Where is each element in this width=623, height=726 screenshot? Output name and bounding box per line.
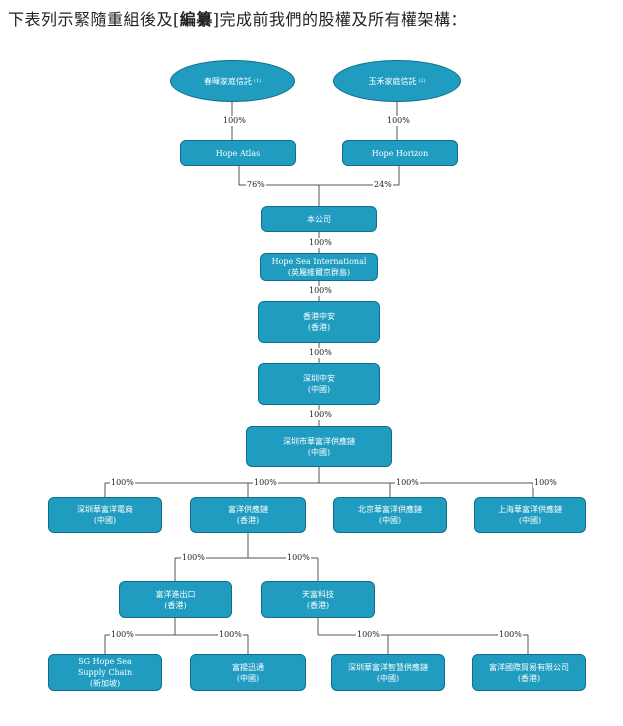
entity-node: 深圳中安 (中國)	[258, 363, 380, 405]
percent-label: 100%	[286, 553, 311, 563]
percent-label: 76%	[246, 180, 266, 190]
entity-name: 富洋供應鏈	[228, 505, 268, 514]
holder-node: Hope Horizon	[342, 140, 458, 166]
entity-node: 富洋國際貿易有限公司(香港)	[472, 654, 586, 691]
entity-node: 北京華富洋供應鏈 (中國)	[333, 497, 447, 533]
entity-jurisdiction: (中國)	[307, 447, 331, 457]
entity-jurisdiction: (香港)	[236, 516, 260, 525]
holder-label: Hope Atlas	[215, 148, 261, 158]
entity-jurisdiction: (中國)	[307, 385, 331, 394]
company-label: 本公司	[307, 214, 331, 224]
heading-suffix: ]完成前我們的股權及所有權架構：	[212, 10, 468, 29]
entity-name-line2: Supply Chain	[77, 668, 133, 677]
entity-jurisdiction: (中國)	[93, 516, 117, 525]
percent-label: 100%	[308, 286, 333, 296]
entity-name: 北京華富洋供應鏈	[358, 505, 422, 514]
page-heading: 下表列示緊隨重組後及[編纂]完成前我們的股權及所有權架構：	[8, 6, 467, 30]
entity-name: 富洋進出口	[155, 589, 196, 599]
percent-label: 100%	[356, 630, 381, 640]
holder-label: Hope Horizon	[371, 148, 429, 158]
entity-jurisdiction: (中國)	[518, 516, 542, 525]
entity-name: 深圳中安	[303, 374, 335, 383]
entity-name: 富揚迅通	[232, 662, 264, 672]
percent-label: 100%	[110, 478, 135, 488]
entity-jurisdiction: (新加坡)	[89, 679, 121, 688]
entity-jurisdiction: (香港)	[306, 600, 330, 610]
entity-name: 天富科技	[302, 589, 334, 599]
percent-label: 100%	[181, 553, 206, 563]
heading-bold: 編纂	[179, 10, 213, 29]
entity-jurisdiction: (中國)	[378, 516, 402, 525]
trust-label: 玉禾家庭信託	[368, 76, 417, 86]
entity-node: 深圳華富洋智慧供應鏈(中國)	[331, 654, 445, 691]
entity-node: Hope Sea International (英屬維爾京群島)	[260, 253, 378, 281]
percent-label: 100%	[308, 238, 333, 248]
trust-note: (2)	[418, 78, 426, 84]
entity-node: 香港中安 (香港)	[258, 301, 380, 343]
entity-name: 富洋國際貿易有限公司	[489, 662, 569, 672]
entity-name: 香港中安	[303, 312, 335, 321]
trust-node: 春暉家庭信託(1)	[170, 60, 295, 102]
percent-label: 100%	[308, 410, 333, 420]
percent-label: 100%	[533, 478, 558, 488]
entity-node: 富洋供應鏈 (香港)	[190, 497, 306, 533]
entity-name: 深圳市華富洋供應鏈	[283, 436, 355, 446]
percent-label: 100%	[110, 630, 135, 640]
percent-label: 100%	[253, 478, 278, 488]
entity-name: 深圳華富洋電商	[77, 505, 133, 514]
percent-label: 100%	[308, 348, 333, 358]
entity-node: 上海華富洋供應鏈 (中國)	[474, 497, 586, 533]
entity-node: 富洋進出口(香港)	[119, 581, 232, 618]
holder-node: Hope Atlas	[180, 140, 296, 166]
entity-jurisdiction: (中國)	[376, 673, 400, 683]
entity-node: 天富科技(香港)	[261, 581, 375, 618]
percent-label: 100%	[218, 630, 243, 640]
entity-jurisdiction: (英屬維爾京群島)	[287, 268, 351, 277]
entity-jurisdiction: (香港)	[517, 673, 541, 683]
entity-name: 上海華富洋供應鏈	[498, 505, 562, 514]
percent-label: 100%	[395, 478, 420, 488]
entity-node: 富揚迅通(中國)	[190, 654, 306, 691]
entity-name: 深圳華富洋智慧供應鏈	[348, 662, 428, 672]
heading-prefix: 下表列示緊隨重組後及[	[8, 10, 180, 29]
percent-label: 24%	[373, 180, 393, 190]
entity-node: 深圳華富洋電商 (中國)	[48, 497, 162, 533]
entity-node: 深圳市華富洋供應鏈(中國)	[246, 426, 392, 467]
trust-node: 玉禾家庭信託(2)	[333, 60, 461, 102]
entity-jurisdiction: (中國)	[236, 673, 260, 683]
entity-jurisdiction: (香港)	[307, 323, 331, 332]
trust-note: (1)	[253, 78, 262, 84]
percent-label: 100%	[498, 630, 523, 640]
entity-name: Hope Sea International	[271, 257, 367, 266]
trust-label: 春暉家庭信託	[203, 76, 252, 86]
percent-label: 100%	[386, 116, 411, 126]
entity-jurisdiction: (香港)	[164, 600, 187, 610]
percent-label: 100%	[222, 116, 247, 126]
company-node: 本公司	[261, 206, 377, 232]
entity-name: SG Hope Sea	[78, 657, 132, 666]
